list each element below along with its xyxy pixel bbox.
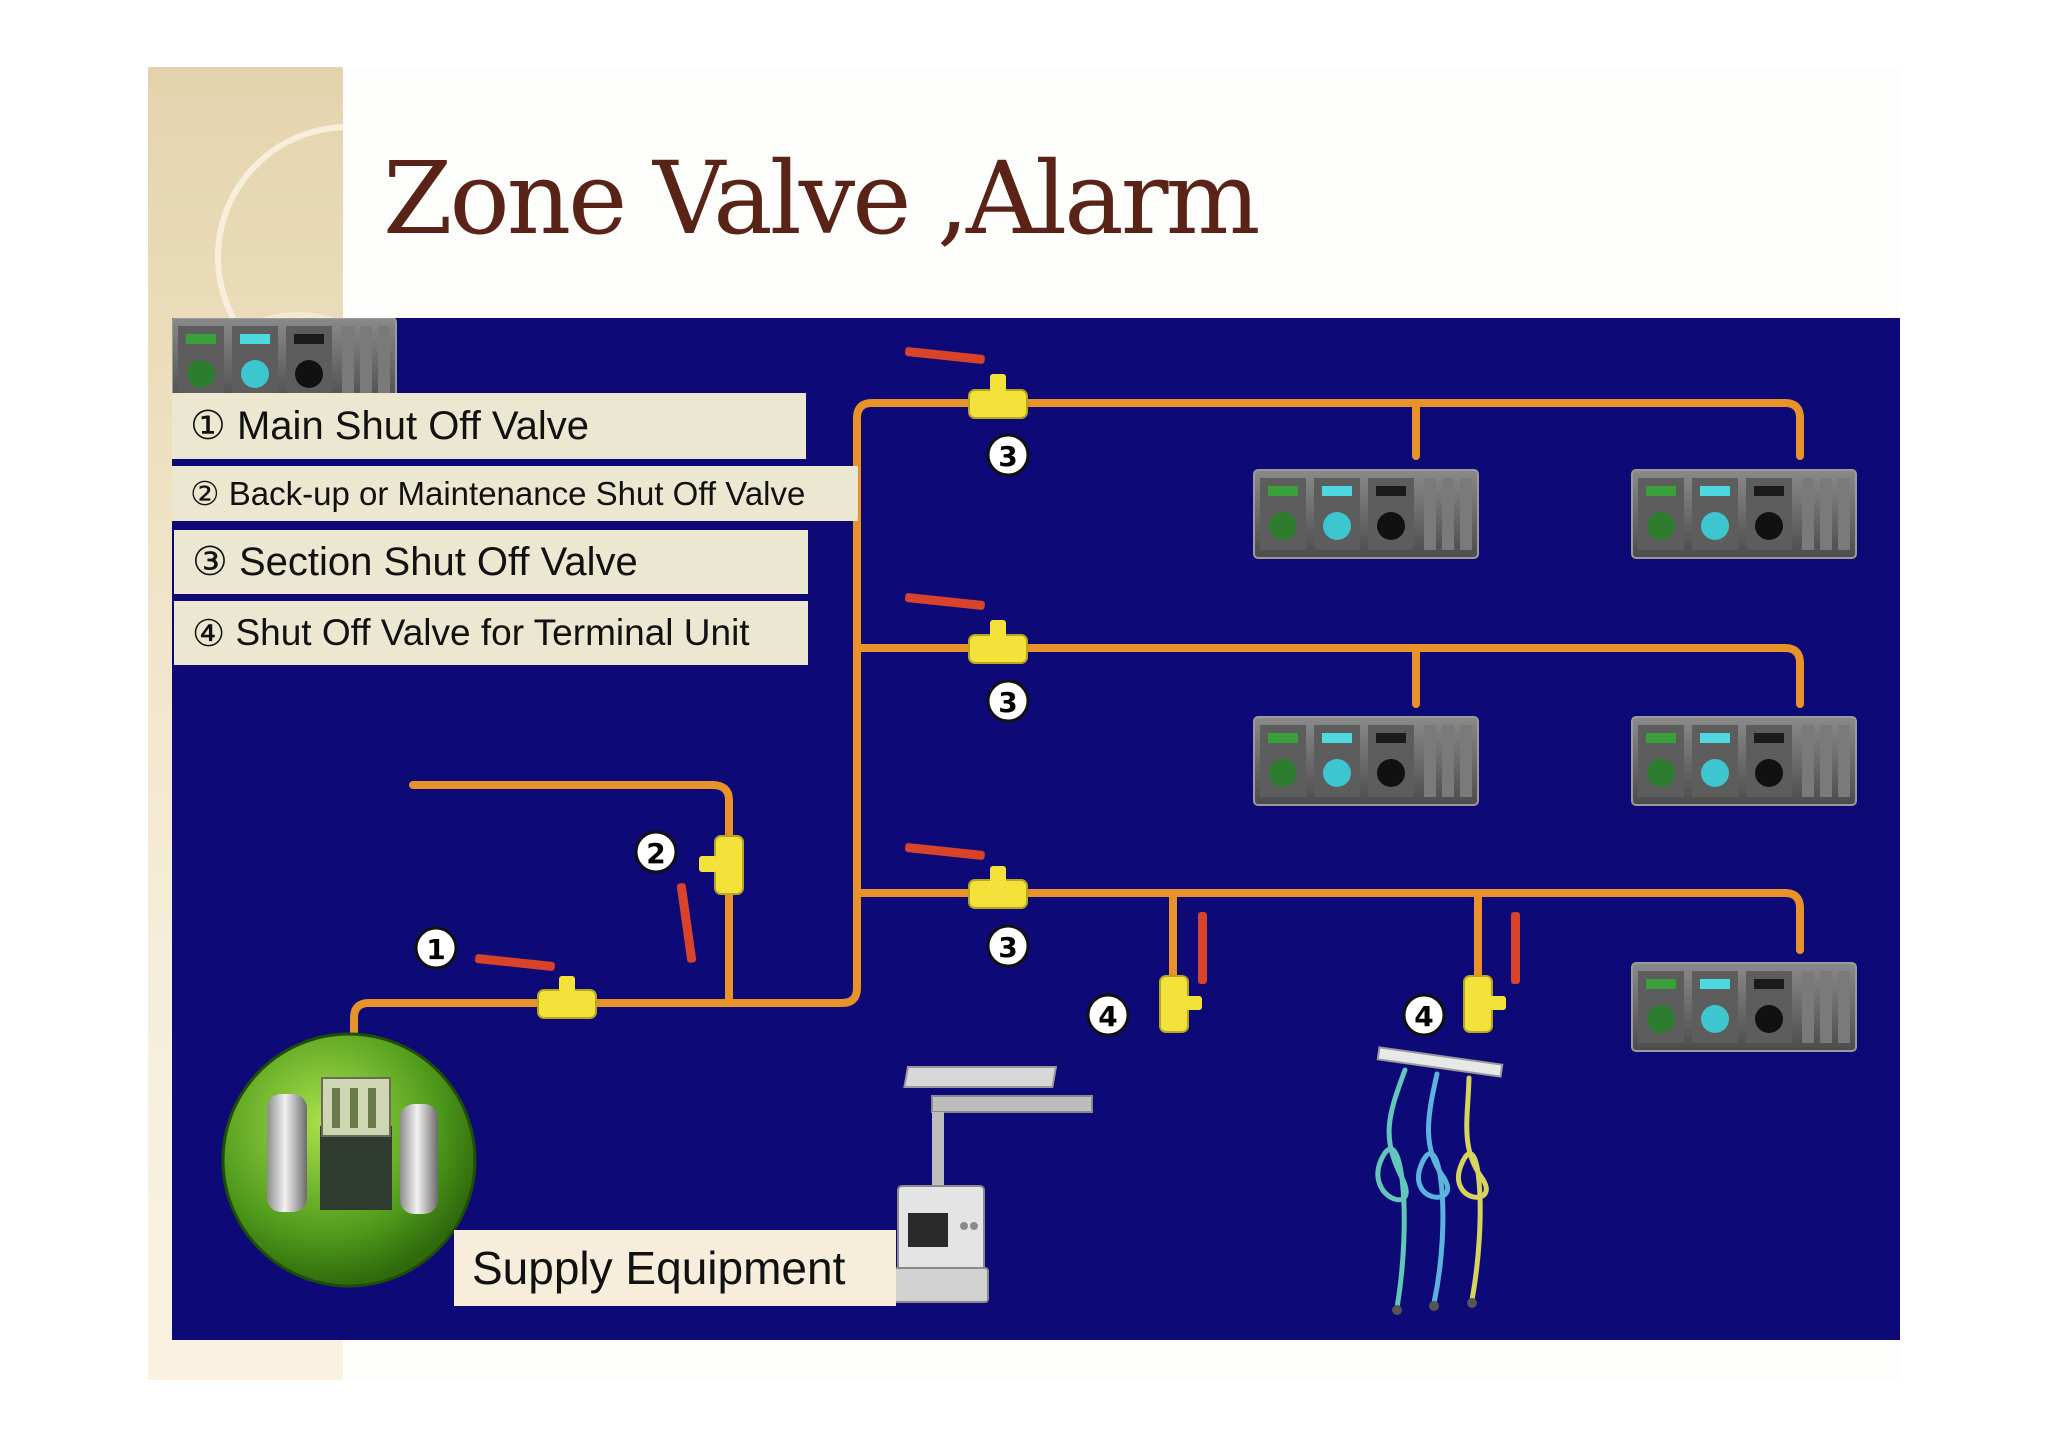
legend-text: Shut Off Valve for Terminal Unit: [235, 612, 750, 653]
valve-terminal-left: [1159, 912, 1207, 1033]
hose-outlet-equipment: [1375, 1046, 1504, 1315]
marker-terminal-right: 4: [1402, 993, 1446, 1037]
legend-marker: ③: [192, 540, 228, 584]
svg-text:1: 1: [426, 933, 445, 966]
alarm-panel-row3-right: [1631, 962, 1857, 1052]
supply-equipment-label: Supply Equipment: [454, 1230, 896, 1306]
valve-section-middle: [904, 593, 1028, 664]
marker-terminal-left: 4: [1086, 993, 1130, 1037]
marker-section-middle: 3: [986, 679, 1030, 723]
legend-marker: ②: [190, 475, 220, 512]
legend-item-terminal-shut-off: ④ Shut Off Valve for Terminal Unit: [174, 601, 808, 665]
valve-main: [474, 954, 597, 1019]
alarm-panel-row1-left: [1253, 469, 1479, 559]
branch-pipe-bottom: [853, 889, 1804, 954]
legend-item-backup-shut-off: ② Back-up or Maintenance Shut Off Valve: [172, 466, 858, 521]
alarm-panel-row2-right: [1631, 716, 1857, 806]
backup-loop-pipe: [409, 781, 733, 1007]
legend-item-main-shut-off: ① Main Shut Off Valve: [172, 393, 806, 459]
piping-diagram: 1 2 3 3 3 4 4: [172, 318, 1857, 1315]
valve-section-top: [904, 347, 1028, 419]
legend-item-section-shut-off: ③ Section Shut Off Valve: [174, 530, 808, 594]
svg-text:3: 3: [998, 440, 1017, 473]
legend-marker: ①: [190, 404, 226, 448]
page-title: Zone Valve ,Alarm: [383, 140, 1260, 257]
ceiling-pendant-equipment: [893, 1066, 1093, 1303]
supply-pipe: [350, 399, 1804, 1062]
valve-section-bottom: [904, 843, 1028, 909]
marker-section-bottom: 3: [986, 924, 1030, 968]
supply-equipment-icon: [221, 1032, 477, 1288]
alarm-panel-row1-right: [1631, 469, 1857, 559]
marker-main: 1: [414, 926, 458, 970]
legend-text: Section Shut Off Valve: [238, 539, 638, 584]
svg-text:2: 2: [646, 837, 665, 870]
branch-pipe-middle: [853, 644, 1804, 708]
svg-text:4: 4: [1414, 1000, 1433, 1033]
svg-text:4: 4: [1098, 1000, 1117, 1033]
legend-text: Main Shut Off Valve: [236, 403, 590, 448]
valve-backup: [676, 835, 744, 963]
svg-text:3: 3: [998, 931, 1017, 964]
svg-text:3: 3: [998, 686, 1017, 719]
valve-terminal-right: [1463, 912, 1520, 1033]
legend-marker: ④: [192, 612, 226, 654]
marker-backup: 2: [634, 830, 678, 874]
alarm-panel-row2-left: [1253, 716, 1479, 806]
marker-section-top: 3: [986, 433, 1030, 477]
decorative-arc: [215, 124, 343, 327]
legend-text: Back-up or Maintenance Shut Off Valve: [228, 474, 806, 512]
